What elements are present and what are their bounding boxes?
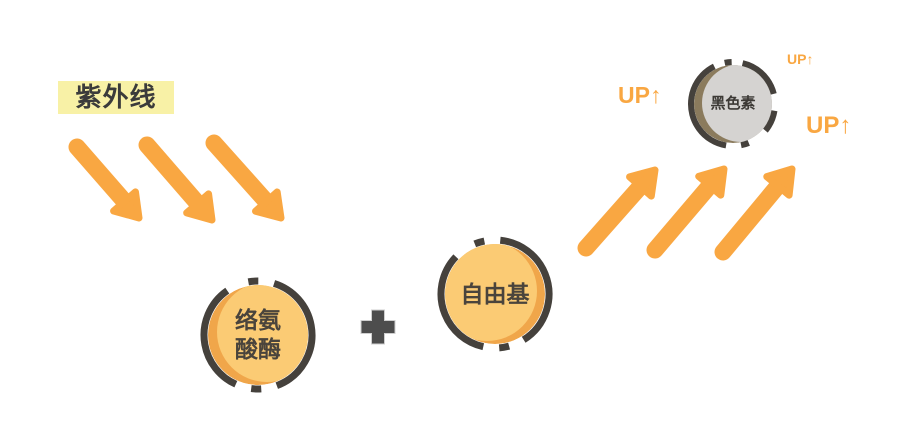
arrow-up-right-icon [577,166,659,257]
melanin-label: 黑色素 [710,95,756,112]
plus-icon [360,309,396,345]
free-radical-ring [437,236,553,352]
free-radical-node [437,236,553,352]
arrow-up-right-icon [646,165,728,259]
arrow-down-right-icon [68,138,143,222]
arrow-down-right-icon [138,136,216,224]
tyrosinase-label-line1: 络氨 [235,307,281,333]
uv-label: 紫外线 [58,81,174,114]
tyrosinase-ring [200,277,316,393]
up-indicator-left: UP↑ [618,82,662,108]
tyrosinase-fill [217,285,308,382]
free-radical-fill [445,244,537,341]
up-indicator-top-right: UP↑ [787,51,814,67]
up-indicator-bottom-right: UP↑ [806,112,852,139]
tyrosinase-label-line2: 酸酶 [235,336,281,362]
melanin-ring [688,59,779,149]
arrow-layer [68,134,796,261]
arrow-up-right-icon [714,165,796,261]
free-radical-label: 自由基 [460,281,530,307]
melanin-fill [702,65,772,142]
melanin-node [688,59,779,149]
arrow-down-right-icon [205,134,285,222]
tyrosinase-node [200,277,316,393]
tyrosinase-label: 络氨 酸酶 [198,306,318,364]
